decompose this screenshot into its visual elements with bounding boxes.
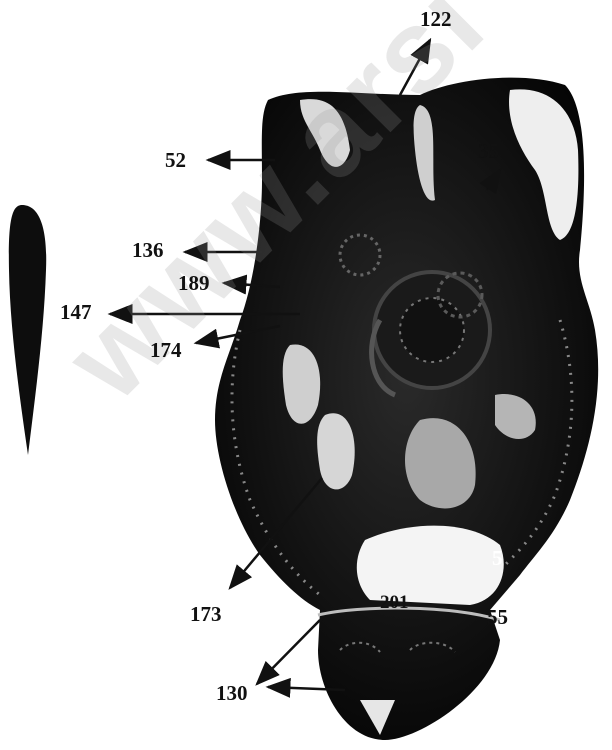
label-35: 35 xyxy=(478,141,499,162)
label-5: 5 xyxy=(492,548,503,569)
label-174: 174 xyxy=(150,340,182,361)
label-52: 52 xyxy=(165,150,186,171)
label-147: 147 xyxy=(60,302,92,323)
label-55: 55 xyxy=(487,607,508,628)
label-201: 201 xyxy=(380,593,409,612)
label-122: 122 xyxy=(420,9,452,30)
label-136: 136 xyxy=(132,240,164,261)
label-173: 173 xyxy=(190,604,222,625)
label-189: 189 xyxy=(178,273,210,294)
arrow-130-a xyxy=(257,620,320,684)
label-130: 130 xyxy=(216,683,248,704)
